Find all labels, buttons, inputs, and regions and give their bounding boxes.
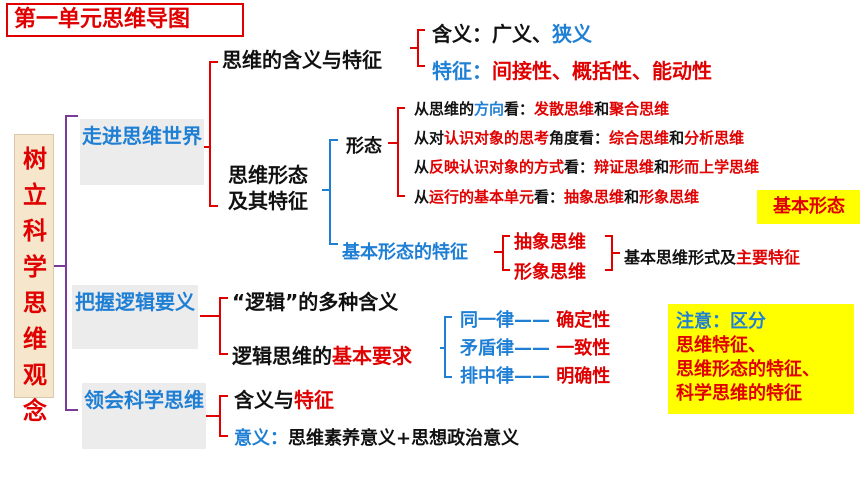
form-item: 从反映认识对象的方式看：辩证思维和形而上学思维 (414, 158, 760, 176)
forms-node: 思维形态及其特征 (228, 163, 308, 213)
basic-form-desc: 基本思维形式及主要特征 (624, 248, 801, 267)
section-thinking-world: 走进思维世界 (80, 119, 204, 185)
abstract-thinking: 抽象思维 (514, 232, 586, 253)
form-label: 形态 (346, 136, 382, 157)
meaning-row: 含义：广义、狭义 (432, 22, 592, 46)
feature-row: 特征：间接性、概括性、能动性 (432, 59, 712, 83)
logic-meanings: “逻辑”的多种含义 (232, 290, 399, 314)
basic-feature-node: 基本形态的特征 (342, 242, 468, 263)
form-item: 从运行的基本单元看：抽象思维和形象思维 (414, 188, 700, 206)
law-item: 同一律—— 确定性 (460, 310, 611, 331)
section-science: 领会科学思维 (82, 383, 206, 449)
science-significance: 意义：思维素养意义+思想政治意义 (234, 428, 520, 449)
form-item: 从思维的方向看：发散思维和聚合思维 (414, 100, 670, 118)
meaning-feature-node: 思维的含义与特征 (222, 48, 382, 72)
root-node: 树立科学思维观念 (14, 134, 54, 425)
form-item: 从对认识对象的思考角度看：综合思维和分析思维 (414, 129, 745, 147)
law-item: 排中律—— 明确性 (460, 366, 611, 387)
basic-form-callout: 基本形态 (757, 190, 860, 224)
note-callout: 注意：区分 思维特征、 思维形态的特征、 科学思维的特征 (668, 304, 854, 414)
section-logic: 把握逻辑要义 (72, 285, 198, 349)
science-meaning: 含义与特征 (234, 388, 334, 412)
root-label: 树立科学思维观念 (23, 145, 47, 425)
logic-requirements: 逻辑思维的基本要求 (232, 344, 412, 368)
image-thinking: 形象思维 (514, 262, 586, 283)
page-title: 第一单元思维导图 (6, 3, 244, 37)
law-item: 矛盾律—— 一致性 (460, 338, 611, 359)
